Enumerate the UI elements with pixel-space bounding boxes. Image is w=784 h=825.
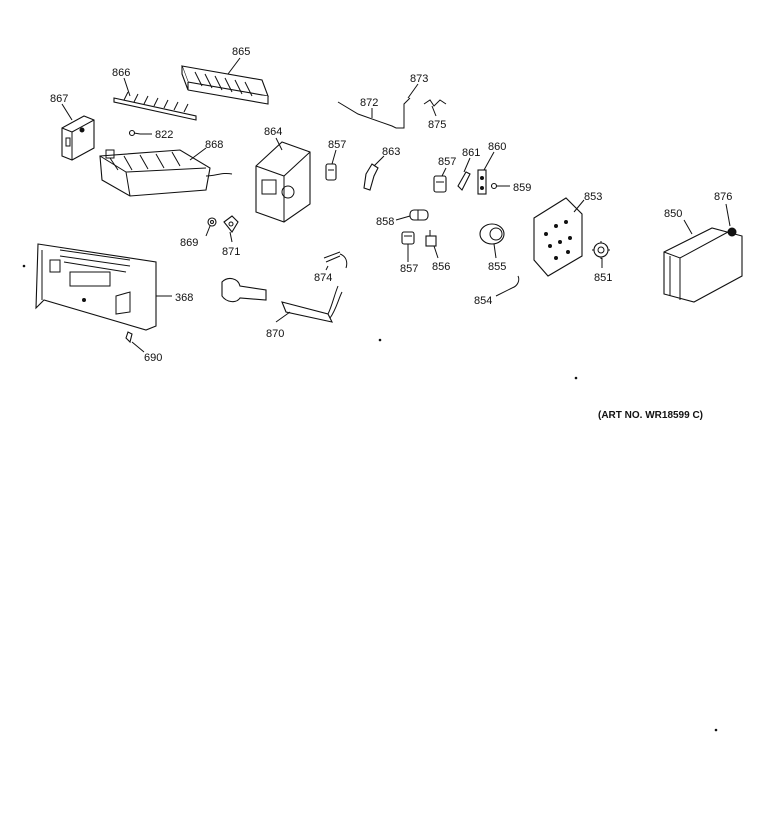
callout-853: 853 — [584, 191, 602, 203]
part-871-gear[interactable] — [223, 215, 239, 233]
callout-864: 864 — [264, 126, 282, 138]
part-857-switch-c[interactable] — [401, 231, 415, 245]
part-860-bracket[interactable] — [477, 169, 487, 195]
callout-867: 867 — [50, 93, 68, 105]
part-368-shroud[interactable] — [35, 243, 157, 331]
callout-875: 875 — [428, 119, 446, 131]
callout-871: 871 — [222, 246, 240, 258]
part-856-connector[interactable] — [425, 230, 437, 247]
part-865-ejector-cover[interactable] — [181, 65, 269, 105]
part-869-nut[interactable] — [207, 217, 217, 227]
part-690-screw[interactable] — [125, 331, 133, 344]
callout-872: 872 — [360, 97, 378, 109]
callout-850: 850 — [664, 208, 682, 220]
part-854-wire[interactable] — [511, 275, 520, 289]
part-857-switch-b[interactable] — [433, 175, 447, 193]
callout-866: 866 — [112, 67, 130, 79]
callout-869: 869 — [180, 237, 198, 249]
part-859-screw[interactable] — [490, 182, 503, 190]
callout-857-b: 857 — [438, 156, 456, 168]
callout-863: 863 — [382, 146, 400, 158]
callout-858: 858 — [376, 216, 394, 228]
callout-873: 873 — [410, 73, 428, 85]
callout-368: 368 — [175, 292, 193, 304]
part-868-ice-mold[interactable] — [99, 149, 233, 197]
part-876-plug[interactable] — [727, 227, 737, 237]
callout-860: 860 — [488, 141, 506, 153]
callout-876: 876 — [714, 191, 732, 203]
callout-874: 874 — [314, 272, 332, 284]
part-872-feeler-arm[interactable] — [337, 97, 411, 129]
callout-857-c: 857 — [400, 263, 418, 275]
part-874-wire-harness[interactable] — [323, 251, 348, 269]
part-851-gear-wheel[interactable] — [592, 241, 610, 259]
callout-870: 870 — [266, 328, 284, 340]
part-875-spring[interactable] — [423, 99, 447, 107]
part-867-mold-support[interactable] — [61, 115, 95, 161]
part-850-cover[interactable] — [663, 227, 743, 303]
callout-868: 868 — [205, 139, 223, 151]
callout-854: 854 — [474, 295, 492, 307]
callout-851: 851 — [594, 272, 612, 284]
callout-865: 865 — [232, 46, 250, 58]
part-855-motor[interactable] — [479, 223, 505, 245]
callout-857-a: 857 — [328, 139, 346, 151]
callout-690: 690 — [144, 352, 162, 364]
part-864-housing[interactable] — [255, 141, 311, 223]
part-857-switch-a[interactable] — [325, 163, 337, 181]
part-866-ejector-blade[interactable] — [113, 91, 197, 121]
art-number: (ART NO. WR18599 C) — [598, 410, 703, 421]
part-822-screw[interactable] — [128, 129, 141, 137]
part-870-fill-tube[interactable] — [221, 277, 343, 323]
callout-861: 861 — [462, 147, 480, 159]
callout-856: 856 — [432, 261, 450, 273]
part-863-lever[interactable] — [363, 163, 379, 191]
callout-859: 859 — [513, 182, 531, 194]
part-858-thermostat[interactable] — [409, 209, 429, 221]
callout-822: 822 — [155, 129, 173, 141]
callout-855: 855 — [488, 261, 506, 273]
part-853-mounting-plate[interactable] — [533, 197, 583, 277]
part-861-clip[interactable] — [457, 171, 471, 191]
